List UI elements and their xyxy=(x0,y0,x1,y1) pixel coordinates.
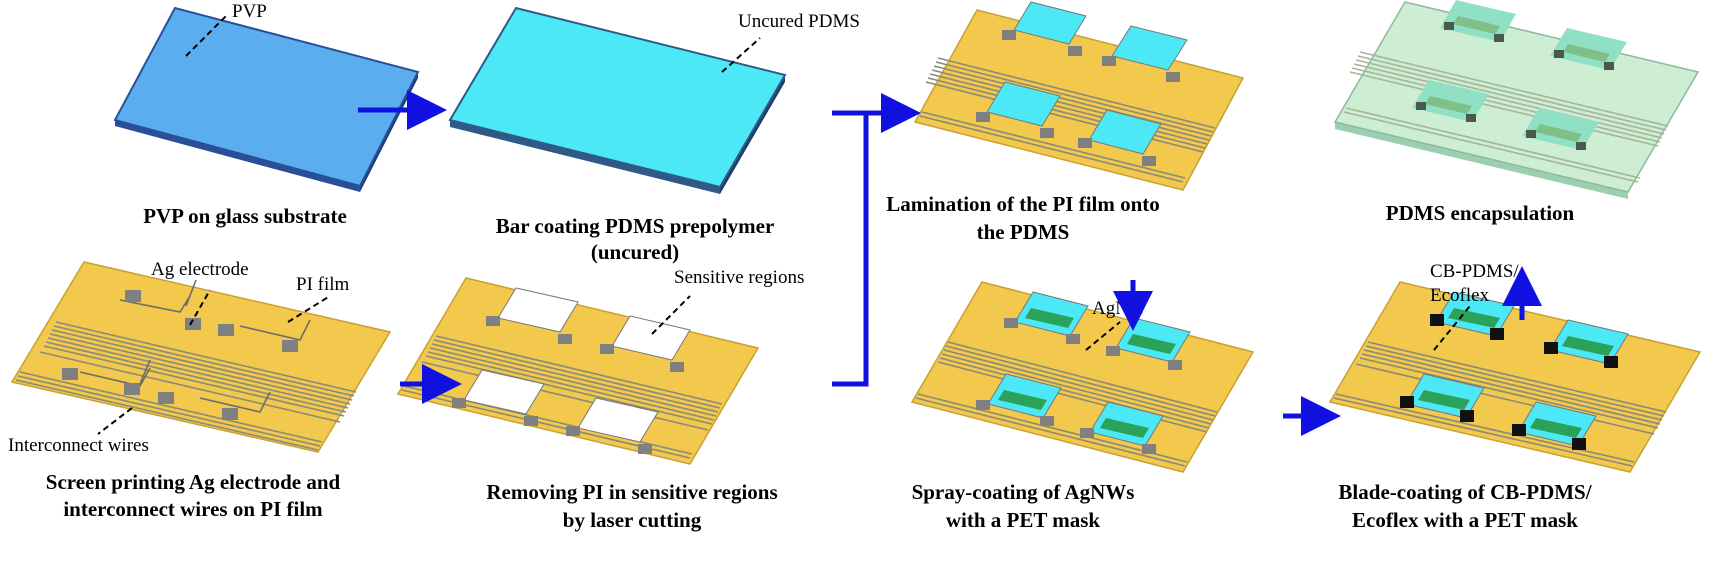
encapsulated-device-edge xyxy=(1335,122,1628,199)
sensitive-region-cutout xyxy=(497,287,579,333)
bar-coating-panel: Uncured PDMS Bar coating PDMS prepolymer… xyxy=(448,6,860,264)
cb-pdms-label-line-2: Ecoflex xyxy=(1430,285,1490,306)
agnw-strips xyxy=(998,308,1176,438)
pvp-label: PVP xyxy=(232,1,267,22)
pvp-substrate-caption: PVP on glass substrate xyxy=(143,204,347,228)
agnw-pointer xyxy=(1085,321,1121,351)
blade-coating-caption-line-1: Blade-coating of CB-PDMS/ xyxy=(1338,480,1592,504)
pi-film-pointer xyxy=(287,295,331,323)
spray-coating-caption-line-1: Spray-coating of AgNWs xyxy=(912,480,1135,504)
pi-film-laminated xyxy=(913,9,1245,191)
sensitive-region-cutout xyxy=(463,369,545,415)
removing-pi-panel: Sensitive regions Removing PI in sensiti… xyxy=(396,267,804,532)
ag-electrode-label: Ag electrode xyxy=(151,259,249,280)
spray-coating-panel: AgNW Spray-coating of AgNWs with a PET m… xyxy=(910,281,1255,532)
screen-printing-panel: Ag electrode PI film Interconnect wires … xyxy=(8,259,392,521)
removing-pi-caption-line-2: by laser cutting xyxy=(563,508,702,532)
glass-substrate-edge xyxy=(115,120,360,192)
cb-pdms-label-line-1: CB-PDMS/ xyxy=(1430,261,1519,282)
arrow-merge-connector xyxy=(832,110,869,387)
pi-film-encapsulated xyxy=(1333,1,1700,193)
ag-electrode-pads xyxy=(976,30,1180,166)
sensitive-regions-pointer xyxy=(651,295,691,335)
sensitive-region-cutout xyxy=(577,397,659,443)
pdms-layer-edge xyxy=(450,120,720,194)
sensitive-region-pdms xyxy=(1111,25,1188,71)
ag-electrode-pointer xyxy=(189,289,211,326)
blade-coating-caption-line-2: Ecoflex with a PET mask xyxy=(1352,508,1578,532)
process-flow-arrows xyxy=(358,90,1542,436)
lamination-caption-line-1: Lamination of the PI film onto xyxy=(886,192,1160,216)
agnw-strips xyxy=(1425,16,1610,142)
interconnect-band xyxy=(15,321,357,451)
pvp-layer xyxy=(113,6,420,188)
uncured-pdms-pointer xyxy=(721,37,761,73)
lamination-panel: Lamination of the PI film onto the PDMS xyxy=(886,1,1245,244)
interconnect-band xyxy=(915,341,1218,467)
interconnect-wires-pointer xyxy=(97,407,133,435)
interconnect-wires-label: Interconnect wires xyxy=(8,435,149,456)
screen-printing-caption-line-2: interconnect wires on PI film xyxy=(63,497,323,521)
interconnect-band xyxy=(401,335,723,459)
removing-pi-caption-line-1: Removing PI in sensitive regions xyxy=(486,480,777,504)
pi-film-cut xyxy=(396,277,760,465)
interconnect-band xyxy=(919,57,1216,183)
agnw-label: AgNW xyxy=(1092,298,1147,319)
sensitive-regions-label: Sensitive regions xyxy=(674,267,804,288)
sensitive-region-cutout xyxy=(611,315,691,361)
interconnect-band xyxy=(1333,341,1667,467)
bar-coating-caption-line-1: Bar coating PDMS prepolymer xyxy=(496,214,775,238)
uncured-pdms-layer xyxy=(448,6,787,189)
ag-electrode-pads xyxy=(976,318,1182,454)
encapsulation-caption: PDMS encapsulation xyxy=(1386,201,1575,225)
blade-coating-panel: CB-PDMS/ Ecoflex Blade-coating of CB-PDM… xyxy=(1328,261,1702,532)
cb-pdms-pads xyxy=(1400,314,1618,450)
lamination-caption-line-2: the PDMS xyxy=(977,220,1070,244)
interconnect-band xyxy=(1343,51,1669,183)
pvp-substrate-panel: PVP PVP on glass substrate xyxy=(113,1,420,228)
agnw-strips xyxy=(1418,308,1614,438)
cb-pdms-pads xyxy=(1416,22,1614,150)
screen-printing-caption-line-1: Screen printing Ag electrode and xyxy=(46,470,341,494)
pi-film-label: PI film xyxy=(296,274,350,295)
sensitive-region-pdms xyxy=(1088,109,1162,155)
encapsulation-panel: PDMS encapsulation xyxy=(1333,0,1700,225)
ag-electrode-pads xyxy=(62,290,298,420)
bar-coating-caption-line-2: (uncured) xyxy=(591,240,679,264)
sensitive-region-pdms xyxy=(1013,1,1087,45)
sensitive-region-pdms xyxy=(986,81,1061,127)
spray-coating-caption-line-2: with a PET mask xyxy=(946,508,1101,532)
uncured-pdms-label: Uncured PDMS xyxy=(738,11,860,32)
